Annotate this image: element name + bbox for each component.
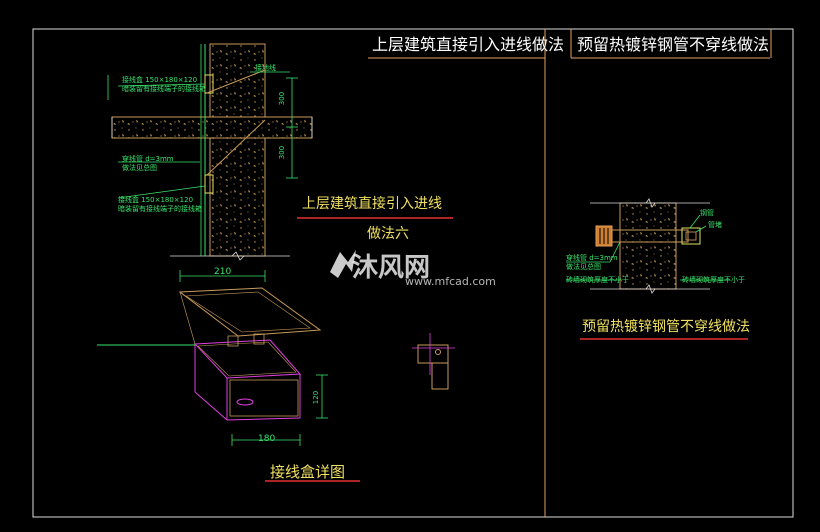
dimension-210 bbox=[179, 270, 266, 282]
caption-box: 接线盒详图 bbox=[270, 463, 346, 481]
note-box-lower-line1: 接线盒 150×180×120 bbox=[118, 196, 194, 204]
note-tube: 穿线管 d=3mm 做法见总图 bbox=[122, 155, 174, 173]
caption-left-subtitle: 做法六 bbox=[367, 226, 409, 242]
note-right-tube-line2: 做法见总图 bbox=[566, 263, 601, 271]
note-ground: 接地线 bbox=[255, 64, 276, 72]
note-box-upper-line2: 暗装留有接线端子的接线箱 bbox=[122, 85, 206, 93]
note-wall-right: 砖墙砌筑厚度不小于 bbox=[682, 276, 745, 284]
small-detail bbox=[412, 333, 455, 390]
right-wall-section bbox=[590, 198, 710, 294]
leaders-right bbox=[566, 214, 730, 281]
dimension-label-210: 210 bbox=[214, 267, 232, 277]
note-right-tube-line1: 穿线管 d=3mm bbox=[566, 254, 618, 262]
dimension-box bbox=[231, 374, 328, 446]
note-pipe: 钢管 bbox=[700, 209, 714, 217]
caption-left-title: 上层建筑直接引入进线 bbox=[302, 196, 442, 212]
watermark-brand: 沐风网 bbox=[352, 253, 431, 283]
note-box-lower-line2: 暗装留有接线端子的接线箱 bbox=[118, 205, 202, 213]
watermark-logo bbox=[330, 250, 356, 278]
watermark-url: www.mfcad.com bbox=[405, 275, 496, 288]
dimension-label-120: 120 bbox=[312, 390, 321, 405]
dimension-vertical bbox=[286, 77, 298, 179]
drawing-border bbox=[32, 28, 794, 518]
note-tube-line2: 做法见总图 bbox=[122, 164, 157, 172]
note-box-upper-line1: 接线盒 150×180×120 bbox=[122, 76, 198, 84]
dimension-label-300-bottom: 300 bbox=[278, 145, 287, 160]
dimension-label-300-top: 300 bbox=[278, 91, 287, 106]
title-top-right: 预留热镀锌钢管不穿线做法 bbox=[577, 35, 770, 54]
title-top-left: 上层建筑直接引入进线做法 bbox=[372, 35, 565, 54]
dimension-label-180: 180 bbox=[258, 434, 276, 444]
leaders-left bbox=[107, 71, 290, 199]
wall-section bbox=[111, 43, 313, 261]
caption-right: 预留热镀锌钢管不穿线做法 bbox=[582, 319, 750, 335]
note-box-upper: 接线盒 150×180×120 暗装留有接线端子的接线箱 bbox=[122, 76, 206, 94]
note-right-tube: 穿线管 d=3mm 做法见总图 bbox=[566, 254, 618, 272]
junction-box bbox=[178, 287, 322, 421]
note-box-lower: 接线盒 150×180×120 暗装留有接线端子的接线箱 bbox=[118, 196, 202, 214]
note-cap: 管堵 bbox=[708, 221, 722, 229]
note-tube-line1: 穿线管 d=3mm bbox=[122, 155, 174, 163]
note-wall-left: 砖墙砌筑厚度不小于 bbox=[566, 276, 629, 284]
